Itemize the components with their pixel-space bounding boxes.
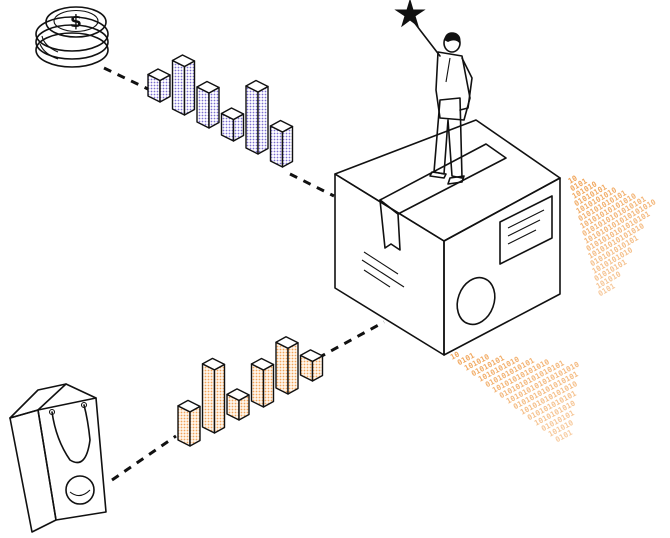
binary-stream-lower: 1001011010100101010110101010100101010101… — [449, 349, 581, 444]
bar — [269, 119, 294, 168]
bar — [220, 107, 245, 142]
bar — [171, 54, 196, 116]
binary-row: 10 — [449, 349, 462, 361]
bar — [275, 336, 299, 395]
bar — [147, 68, 171, 103]
shopping-bag-icon — [9, 383, 107, 533]
bar — [250, 357, 275, 408]
bar — [177, 399, 201, 447]
bar — [299, 349, 324, 382]
bar-chart-lower — [177, 336, 324, 447]
bar-chart-upper — [147, 54, 294, 168]
bar — [245, 79, 269, 155]
connector-lines — [103, 66, 385, 482]
bar — [201, 357, 226, 434]
bar — [226, 388, 250, 421]
box — [334, 119, 561, 356]
coin-stack-icon: $ — [35, 6, 109, 68]
person-figure — [394, 0, 473, 185]
binary-stream-upper: 1001011010100101010110101010100101010101… — [567, 173, 658, 298]
bar — [196, 80, 220, 129]
dollar-sign-icon: $ — [70, 12, 82, 32]
star-icon — [394, 0, 426, 28]
